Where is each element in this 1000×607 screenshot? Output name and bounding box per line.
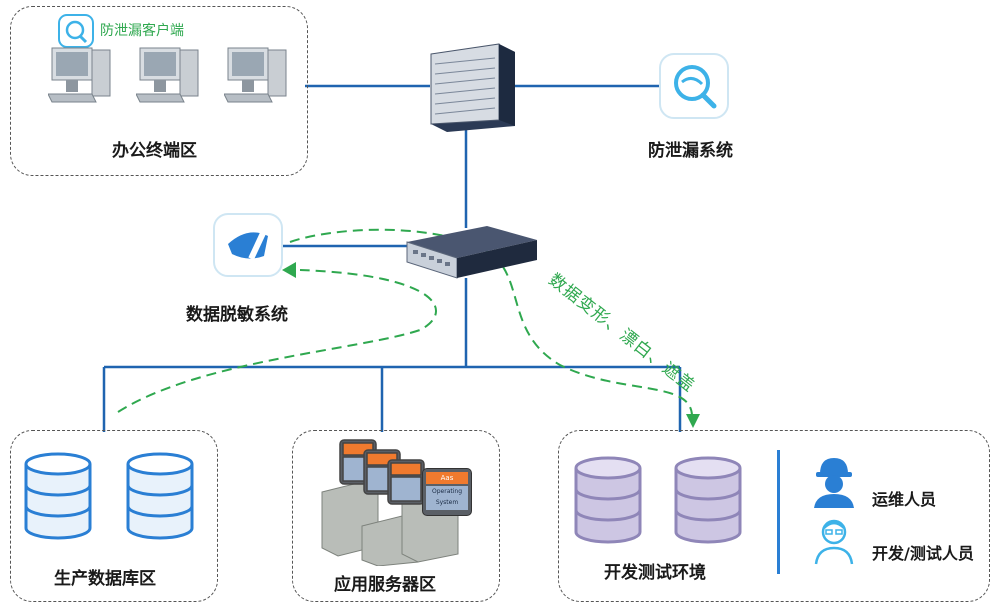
office-zone-label: 办公终端区: [112, 141, 197, 161]
flow-arrow-dev: [686, 414, 700, 428]
dlp-system-label: 防泄漏系统: [648, 141, 733, 161]
os-card-title: Aas: [426, 472, 468, 484]
zone-divider: [777, 450, 780, 574]
flow-masking-to-dev: [289, 228, 693, 416]
production-db-zone-label: 生产数据库区: [54, 569, 156, 589]
dev-test-zone: [558, 430, 990, 602]
database-cylinder-icon: [672, 456, 744, 550]
dev-personnel-label: 开发/测试人员: [872, 544, 974, 563]
os-card: Aas Operating System: [422, 468, 472, 516]
workstation-icon: [135, 44, 202, 108]
database-cylinder-icon: [124, 452, 196, 546]
production-db-zone: [10, 430, 218, 602]
flow-arrow-masking: [282, 262, 296, 278]
ops-personnel-label: 运维人员: [872, 490, 937, 509]
dlp-client-label: 防泄漏客户端: [100, 23, 184, 39]
flow-production-to-masking: [117, 269, 437, 413]
rack-switch-icon: [425, 40, 519, 138]
network-switch-icon: [405, 222, 539, 290]
dev-test-zone-label: 开发测试环境: [604, 563, 706, 583]
developer-outline-icon: [812, 514, 856, 570]
office-zone: [10, 6, 308, 176]
workstation-icon: [223, 44, 290, 108]
dlp-client-magnifier-icon: [58, 14, 94, 52]
worker-helmet-icon: [812, 454, 856, 512]
os-card-text: Operating System: [426, 486, 468, 510]
database-cylinder-icon: [22, 452, 94, 546]
dlp-system-magnifier-icon: [658, 52, 730, 124]
masking-system-icon: [212, 212, 284, 282]
workstation-icon: [47, 44, 114, 108]
app-server-zone-label: 应用服务器区: [334, 575, 436, 595]
database-cylinder-icon: [572, 456, 644, 550]
app-server-zone: [292, 430, 500, 602]
masking-system-label: 数据脱敏系统: [186, 305, 288, 325]
